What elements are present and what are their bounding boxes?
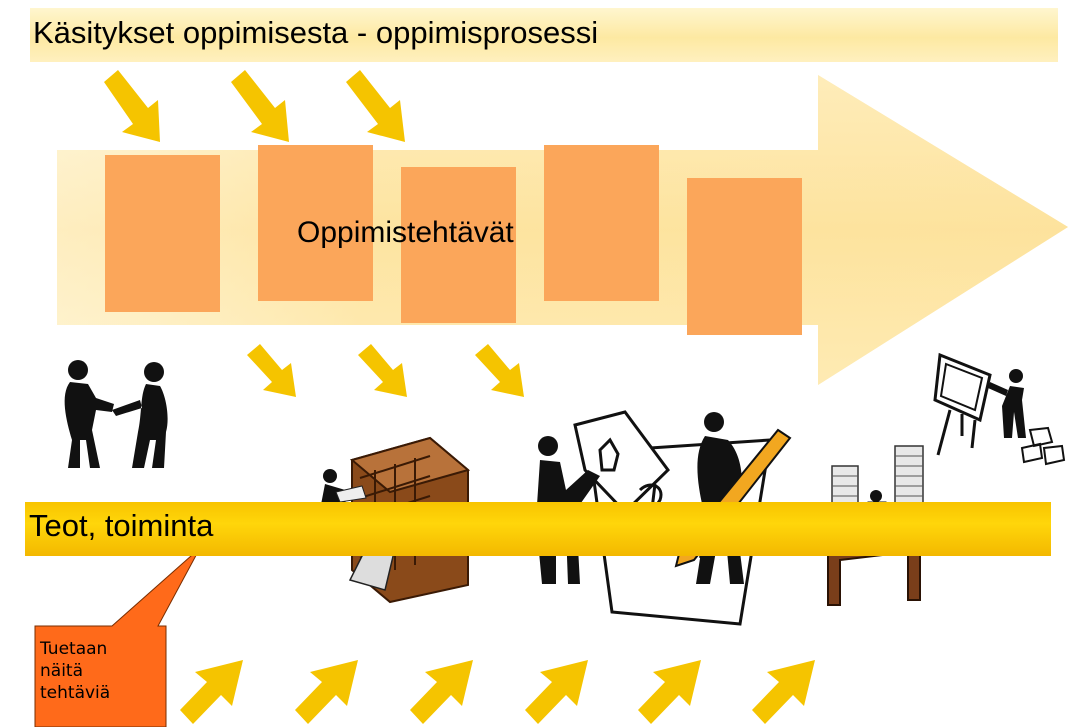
bottom-band: Teot, toiminta [25,502,1051,556]
callout-line: Tuetaan [40,639,108,659]
up-arrow-icon [410,660,473,724]
handshake-figures [64,360,168,468]
down-arrow-icon [475,344,524,397]
task-box-5 [687,178,802,335]
up-arrows-bottom [180,660,815,724]
task-box-2 [258,145,373,301]
down-arrow-icon [231,70,289,142]
up-arrow-icon [525,660,588,724]
top-band: Käsitykset oppimisesta - oppimisprosessi [30,8,1058,62]
learning-tasks-label: Oppimistehtävät [297,216,514,249]
down-arrow-icon [358,344,407,397]
callout-bubble [34,547,201,727]
callout-line: tehtäviä [40,683,111,703]
task-box-3 [401,167,516,323]
callout-text: Tuetaan näitä tehtäviä [40,638,162,704]
up-arrow-icon [752,660,815,724]
down-arrow-icon [247,344,296,397]
down-arrows-middle [247,344,524,397]
down-arrows-top [104,70,405,142]
painter-easel [933,352,1066,466]
up-arrow-icon [638,660,701,724]
task-box-4 [544,145,659,301]
task-box-1 [105,155,220,312]
callout-line: näitä [40,661,83,681]
top-band-label: Käsitykset oppimisesta - oppimisprosessi [33,15,599,50]
down-arrow-icon [104,70,160,142]
up-arrow-icon [180,660,243,724]
bottom-band-label: Teot, toiminta [29,508,214,543]
up-arrow-icon [295,660,358,724]
down-arrow-icon [346,70,405,142]
